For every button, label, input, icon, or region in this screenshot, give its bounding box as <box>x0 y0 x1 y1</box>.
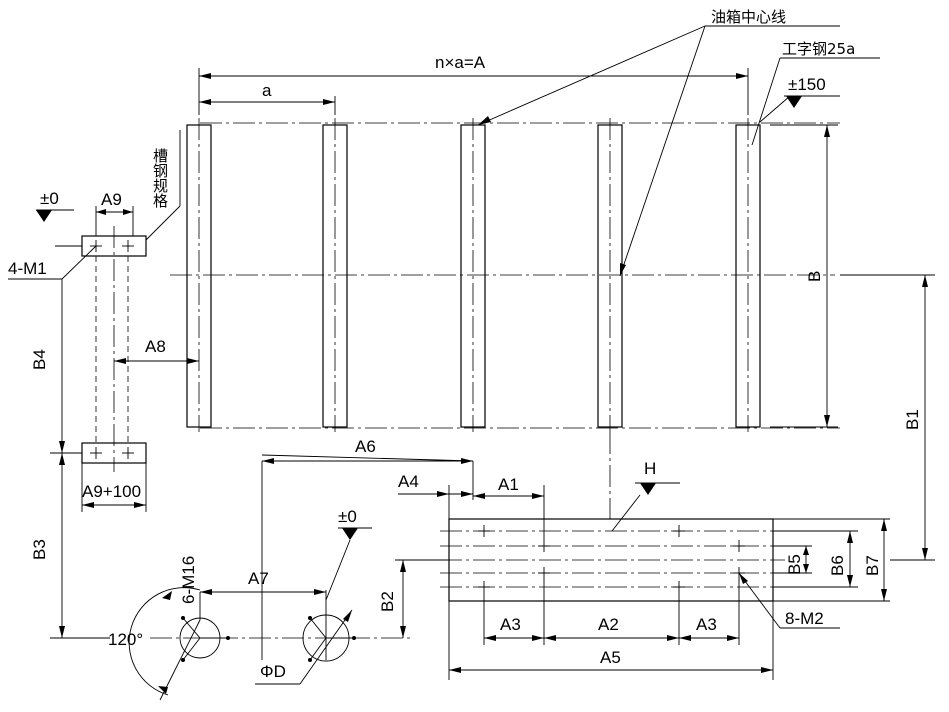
b1-label: B1 <box>903 409 922 430</box>
b3-label: B3 <box>30 539 49 560</box>
a9-label: A9 <box>101 190 122 209</box>
base-plate-detail: A4 A1 H A3 A2 A3 A5 <box>398 274 935 680</box>
i-beam-4 <box>597 118 623 432</box>
b7-label: B7 <box>863 555 882 576</box>
angle-120-label: 120° <box>108 630 143 649</box>
a3-right-label: A3 <box>696 615 717 634</box>
b5-label: B5 <box>785 554 804 575</box>
n-times-a-label: n×a=A <box>435 53 486 72</box>
channel-detail: A9 ±0 槽钢规格 4-M1 B4 A8 A9+100 <box>8 130 199 639</box>
i-beam-2 <box>322 118 348 432</box>
a2-label: A2 <box>598 615 619 634</box>
b-label: B <box>805 271 824 282</box>
i-beam-1 <box>186 118 212 432</box>
i-beam-5 <box>735 118 761 432</box>
four-m1-label: 4-M1 <box>8 259 47 278</box>
a8-label: A8 <box>145 337 166 356</box>
a5-label: A5 <box>600 648 621 667</box>
tank-centerline-label: 油箱中心线 <box>711 8 786 26</box>
a6-label: A6 <box>355 437 376 456</box>
b2-label: B2 <box>378 591 397 612</box>
motor-foot-detail: 120° 6-M16 A7 ΦD ±0 B2 <box>108 507 449 701</box>
a7-label: A7 <box>248 569 269 588</box>
level-0-bottom-label: ±0 <box>338 507 357 526</box>
h-label: H <box>644 459 656 478</box>
a3-left-label: A3 <box>500 615 521 634</box>
a-label: a <box>262 81 272 100</box>
six-m16-label: 6-M16 <box>179 556 198 604</box>
a9-100-label: A9+100 <box>82 482 141 501</box>
i-beam-3 <box>460 118 486 432</box>
a4-label: A4 <box>398 472 419 491</box>
a1-label: A1 <box>498 475 519 494</box>
channel-spec-label: 槽钢规格 <box>151 148 169 208</box>
phi-d-label: ΦD <box>260 662 286 681</box>
level-0-left-label: ±0 <box>40 189 59 208</box>
i-beam-spec-label: 工字钢25a <box>782 40 855 58</box>
b6-label: B6 <box>828 555 847 576</box>
level-150-label: ±150 <box>788 75 826 94</box>
beam-plan: n×a=A a B ±150 工字钢25a 油箱中心线 <box>170 8 880 432</box>
eight-m2-label: 8-M2 <box>785 609 824 628</box>
b4-label: B4 <box>30 349 49 370</box>
